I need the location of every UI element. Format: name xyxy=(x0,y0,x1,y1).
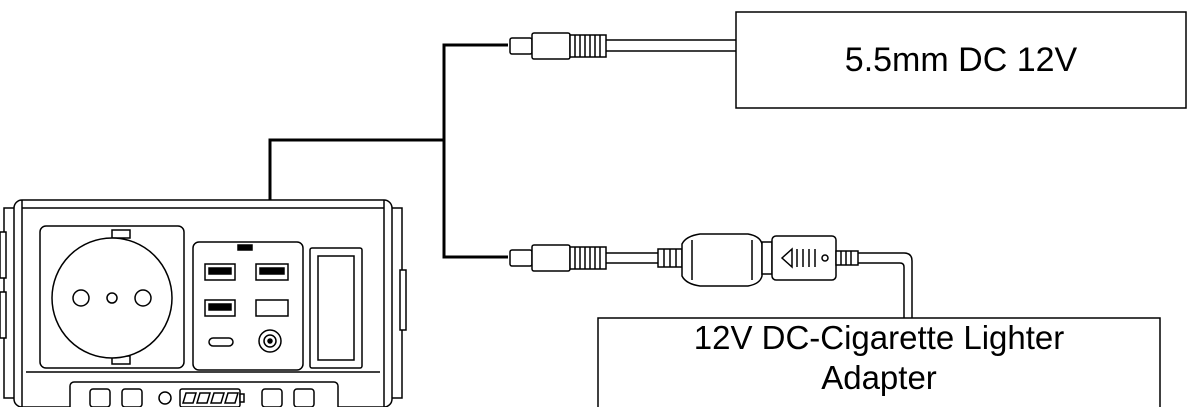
dc-output-label: 5.5mm DC 12V xyxy=(844,41,1078,79)
port-panel xyxy=(192,241,363,371)
cigarette-adapter-label-line1: 12V DC-Cigarette Lighter xyxy=(693,319,1065,356)
indicator-bar xyxy=(69,381,339,407)
cigarette-adapter-label-line2: Adapter xyxy=(821,359,937,396)
dc-plug-top xyxy=(509,32,736,60)
cigarette-adapter-box xyxy=(597,317,1161,407)
dc-output-box xyxy=(735,11,1187,109)
dc-plug-bottom xyxy=(509,233,913,318)
ac-socket xyxy=(39,225,185,369)
cigarette-adapter-label: 12V DC-Cigarette Lighter Adapter xyxy=(598,318,1160,398)
